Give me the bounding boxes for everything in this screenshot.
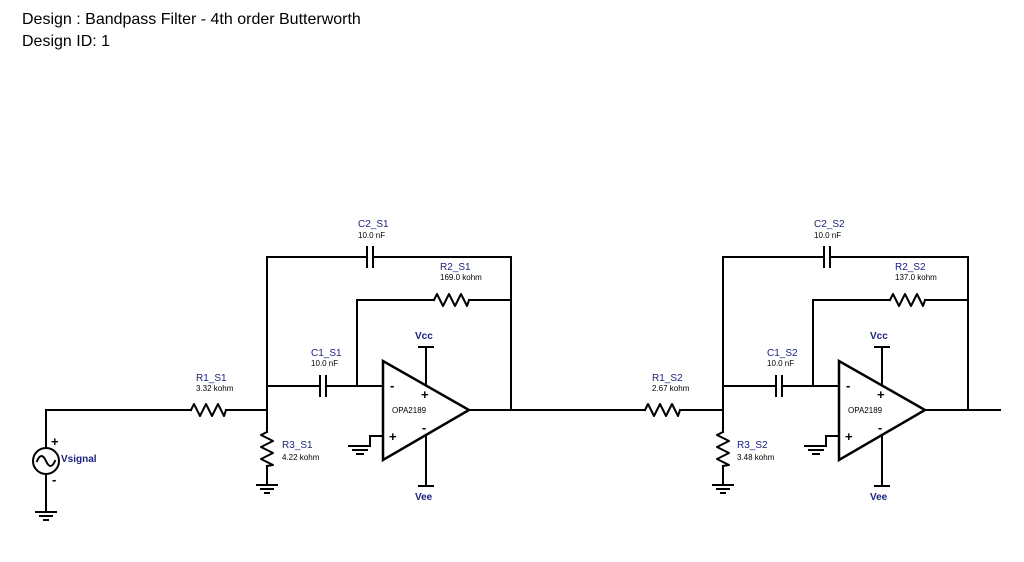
opamp-s2-inv-pin: - — [846, 378, 850, 393]
r2-s2-value: 137.0 kohm — [895, 273, 937, 282]
design-id: Design ID: 1 — [22, 33, 111, 50]
design-title: Design : Bandpass Filter - 4th order But… — [22, 11, 361, 28]
r3-s2-name: R3_S2 — [737, 440, 768, 451]
c2-s1-value: 10.0 nF — [358, 231, 385, 240]
c1-s1-name: C1_S1 — [311, 348, 342, 359]
r1-s2-name: R1_S2 — [652, 373, 683, 384]
opamp-s2-noninv-pin: + — [845, 429, 853, 444]
r3-s1-value: 4.22 kohm — [282, 453, 320, 462]
r1-s1-name: R1_S1 — [196, 373, 227, 384]
c1-s2-value: 10.0 nF — [767, 359, 794, 368]
signal-source: + - Vsignal — [32, 409, 97, 521]
source-minus-label: - — [52, 472, 56, 487]
resistor-r1-s2 — [643, 403, 682, 417]
r2-s2-name: R2_S2 — [895, 262, 926, 273]
resistor-r1-s1 — [189, 403, 228, 417]
capacitor-c2-s2 — [823, 246, 831, 268]
r2-s1-value: 169.0 kohm — [440, 273, 482, 282]
capacitor-c2-s1 — [366, 246, 374, 268]
opamp-s2-pos-supply-pin: + — [877, 387, 885, 402]
sine-icon — [35, 455, 57, 467]
r3-s2-value: 3.48 kohm — [737, 453, 775, 462]
resistor-r3-s1 — [260, 430, 274, 468]
capacitor-c1-s2 — [775, 375, 783, 397]
resistor-r2-s2 — [888, 293, 927, 307]
opamp-s1-pos-supply-pin: + — [421, 387, 429, 402]
opamp-s1-symbol — [381, 358, 472, 463]
capacitor-c1-s1 — [319, 375, 327, 397]
opamp-s2-symbol — [837, 358, 928, 463]
r1-s1-value: 3.32 kohm — [196, 384, 234, 393]
c1-s2-name: C1_S2 — [767, 348, 798, 359]
opamp-s1-vcc: Vcc — [415, 331, 433, 342]
opamp-s1-inv-pin: - — [390, 378, 394, 393]
source-name: Vsignal — [61, 454, 97, 465]
opamp-s1-noninv-pin: + — [389, 429, 397, 444]
resistor-r2-s1 — [432, 293, 471, 307]
opamp-s1-part: OPA2189 — [392, 406, 427, 415]
opamp-s1-neg-supply-pin: - — [422, 420, 426, 435]
c2-s2-value: 10.0 nF — [814, 231, 841, 240]
opamp-s1-vee: Vee — [415, 492, 433, 503]
opamp-s2-vcc: Vcc — [870, 331, 888, 342]
opamp-s2-neg-supply-pin: - — [878, 420, 882, 435]
opamp-s2-part: OPA2189 — [848, 406, 883, 415]
r3-s1-name: R3_S1 — [282, 440, 313, 451]
resistor-r3-s2 — [716, 430, 730, 468]
opamp-s2-vee: Vee — [870, 492, 888, 503]
r1-s2-value: 2.67 kohm — [652, 384, 690, 393]
c2-s1-name: C2_S1 — [358, 219, 389, 230]
stage1-wiring — [45, 256, 646, 494]
source-plus-label: + — [51, 434, 59, 449]
r2-s1-name: R2_S1 — [440, 262, 471, 273]
c1-s1-value: 10.0 nF — [311, 359, 338, 368]
c2-s2-name: C2_S2 — [814, 219, 845, 230]
stage2-wiring — [679, 256, 1001, 494]
